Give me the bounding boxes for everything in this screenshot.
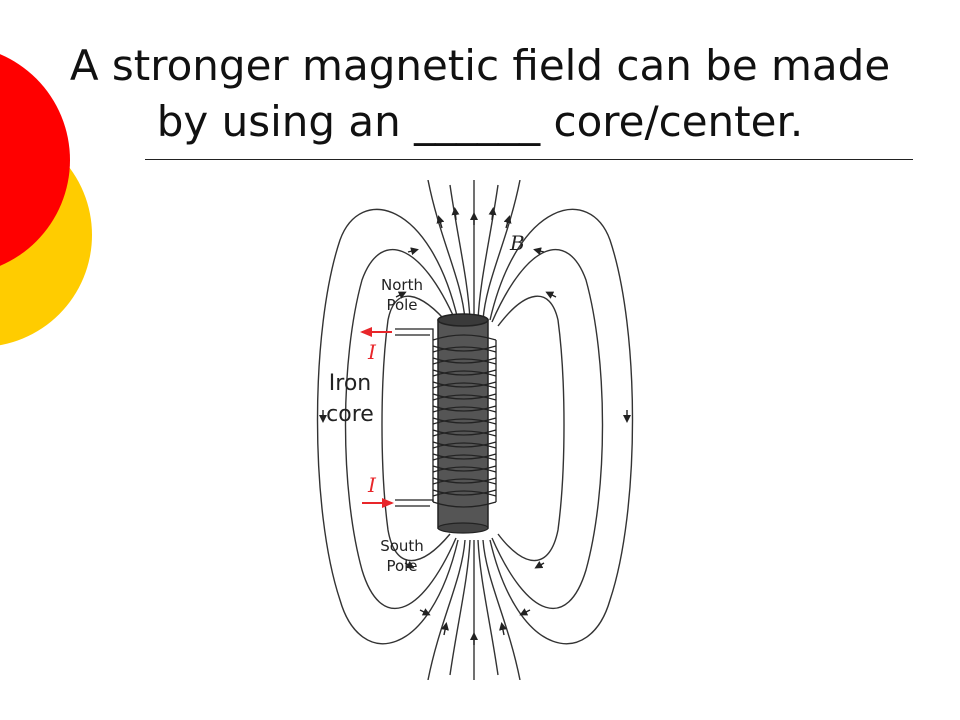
- red-circle-decoration: [0, 54, 70, 266]
- field-line: [477, 539, 499, 676]
- field-line: [482, 180, 521, 321]
- field-line: [491, 249, 604, 610]
- field-line: [344, 249, 457, 610]
- field-line: [489, 208, 634, 645]
- coil-windings: [432, 334, 497, 508]
- iron-core-label-line1: Iron: [329, 371, 371, 396]
- south-pole-label-line1: South: [380, 537, 424, 555]
- title-divider: [145, 159, 913, 160]
- arrow-right: [395, 291, 407, 299]
- slide-title: A stronger magnetic field can be made by…: [30, 38, 930, 150]
- field-line: [477, 184, 499, 321]
- lead-wires: [395, 328, 434, 507]
- title-line-2: by using an ______ core/center.: [156, 97, 804, 146]
- field-line: [482, 539, 521, 680]
- slide-decoration: [0, 54, 92, 346]
- arrow-left: [545, 291, 557, 299]
- field-line: [449, 184, 471, 321]
- arrow-up: [441, 622, 449, 636]
- arrow-left: [533, 247, 545, 256]
- field-line: [497, 295, 565, 562]
- field-line: [427, 180, 466, 321]
- arrow-right: [519, 608, 531, 616]
- arrow-up: [436, 215, 445, 229]
- north-pole-label-line1: North: [381, 276, 423, 294]
- electromagnet-diagram: B North Pole I Iron core I South Pole: [316, 180, 634, 680]
- field-line: [449, 539, 471, 676]
- north-pole-label-line2: Pole: [386, 296, 417, 314]
- arrow-left: [419, 608, 431, 616]
- arrow-up: [503, 215, 512, 229]
- current-arrows: [360, 327, 394, 508]
- field-label: B: [509, 231, 525, 255]
- field-direction-arrows: [319, 207, 631, 645]
- title-line-1: A stronger magnetic field can be made: [69, 41, 891, 90]
- arrow-up: [488, 207, 497, 221]
- arrow-left: [404, 561, 415, 569]
- current-label-top: I: [367, 340, 377, 364]
- arrow-up: [451, 207, 460, 221]
- current-label-bottom: I: [367, 473, 377, 497]
- arrow-right: [407, 247, 419, 256]
- field-line: [427, 539, 466, 680]
- arrow-up: [499, 622, 507, 636]
- field-line: [316, 208, 459, 645]
- iron-core-label-line2: core: [326, 402, 374, 427]
- arrow-right: [534, 561, 545, 569]
- south-pole-label-line2: Pole: [386, 557, 417, 575]
